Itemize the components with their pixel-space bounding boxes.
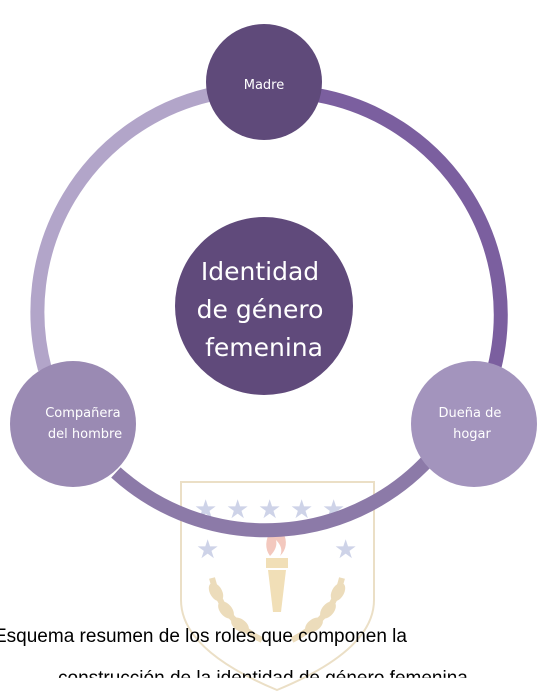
node-label-line: hogar <box>453 427 491 442</box>
node-label-line: Dueña de <box>439 406 502 421</box>
node-label: Madre <box>244 78 285 93</box>
node-companera-del-hombre: Compañera del hombre <box>10 361 136 487</box>
svg-text:★: ★ <box>334 535 357 565</box>
caption-line-1: Esquema resumen de los roles que compone… <box>0 626 407 647</box>
node-label-line: Madre <box>244 78 285 93</box>
center-label-line: de género <box>197 295 324 324</box>
cycle-ring <box>30 88 508 538</box>
caption-line-2: construcción de la identidad de género f… <box>58 668 468 689</box>
svg-text:★: ★ <box>290 495 313 525</box>
node-madre: Madre <box>206 24 322 140</box>
node-label: Compañera del hombre <box>45 406 125 442</box>
center-label-line: Identidad <box>201 257 319 286</box>
center-node: Identidad de género femenina <box>175 217 353 395</box>
center-label-line: femenina <box>205 333 323 362</box>
node-label-line: Compañera <box>45 406 120 421</box>
ring-arc-left <box>30 88 211 371</box>
ring-arc-right <box>316 88 508 378</box>
svg-text:★: ★ <box>196 535 219 565</box>
node-circle <box>206 24 322 140</box>
svg-text:★: ★ <box>258 495 281 525</box>
ring-arc-bottom <box>111 447 441 538</box>
figure-caption: Esquema resumen de los roles que compone… <box>0 624 539 650</box>
node-label: Dueña de hogar <box>439 406 506 442</box>
caption-line-2-wrapper: construcción de la identidad de género f… <box>0 664 539 694</box>
node-label-line: del hombre <box>48 427 122 442</box>
center-label: Identidad de género femenina <box>197 257 332 362</box>
node-circle <box>10 361 136 487</box>
node-duena-de-hogar: Dueña de hogar <box>411 361 537 487</box>
node-circle <box>411 361 537 487</box>
center-circle <box>175 217 353 395</box>
svg-text:★: ★ <box>226 495 249 525</box>
